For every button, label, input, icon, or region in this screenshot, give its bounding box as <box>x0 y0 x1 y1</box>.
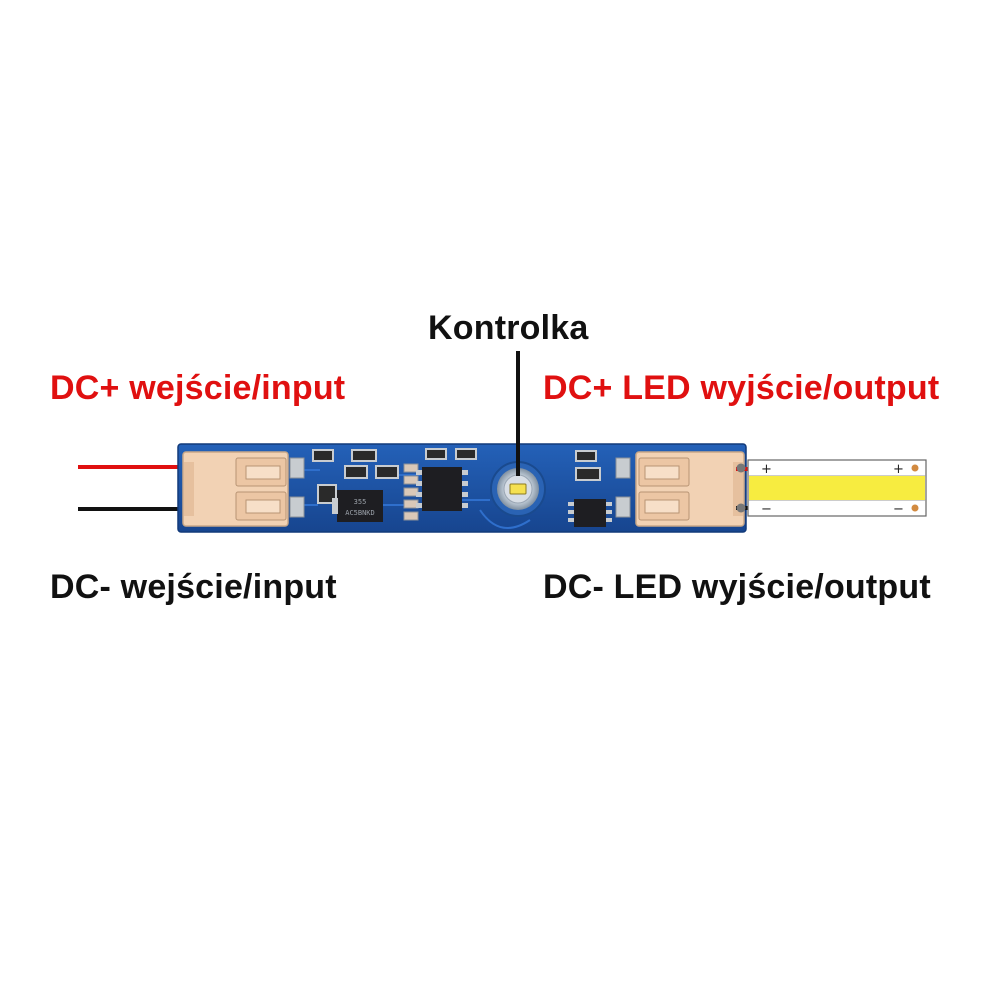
output-connector <box>635 451 745 527</box>
input-wires <box>78 465 186 511</box>
dc-plus-input-label: DC+ wejście/input <box>50 369 346 407</box>
strip-minus-mark-left: − <box>761 502 772 517</box>
smd-components: 355 AC5BNKD <box>312 448 631 527</box>
indicator-label: Kontrolka <box>428 309 589 347</box>
strip-plus-mark-right: + <box>893 462 904 477</box>
led-emitting-area <box>749 476 925 500</box>
strip-minus-mark-right: − <box>893 502 904 517</box>
input-connector <box>182 451 289 527</box>
input-solder-pads <box>289 457 305 518</box>
strip-plus-mark-left: + <box>761 462 772 477</box>
regulator-chip-marking: AC5BNKD <box>345 509 375 517</box>
svg-text:355: 355 <box>354 498 367 506</box>
dc-minus-input-label: DC- wejście/input <box>50 568 337 606</box>
indicator-led <box>490 461 546 517</box>
dc-minus-output-label: DC- LED wyjście/output <box>543 568 931 606</box>
dc-plus-output-label: DC+ LED wyjście/output <box>543 369 940 407</box>
cob-led-strip: + + − − <box>736 459 927 517</box>
